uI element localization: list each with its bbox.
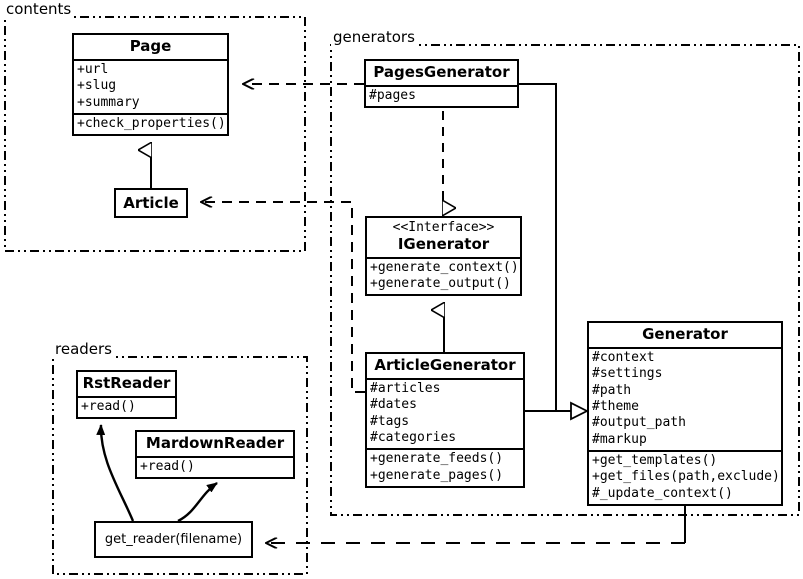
method-row: +read() <box>81 398 136 414</box>
class-attributes-articlegenerator: #articles #dates #tags #categories <box>367 377 523 449</box>
class-attributes-generator: #context #settings #path #theme #output_… <box>589 346 781 450</box>
attribute-row: #markup <box>592 431 647 447</box>
method-row: +get_templates() <box>592 453 718 469</box>
class-methods-mardownreader: +read() <box>137 455 293 477</box>
attribute-row: #settings <box>592 366 663 382</box>
class-name-pagesgenerator: PagesGenerator <box>373 63 510 81</box>
class-methods-articlegenerator: +generate_feeds() +generate_pages() <box>367 448 523 486</box>
association-get_reader-rstreader <box>96 424 135 522</box>
attribute-row: #output_path <box>592 415 686 431</box>
dependency-generator-get_reader <box>266 504 686 543</box>
attribute-row: +slug <box>77 78 117 94</box>
attribute-row: +url <box>77 61 109 77</box>
class-box-page[interactable]: Page +url +slug +summary +check_properti… <box>72 33 229 137</box>
class-name-article: Article <box>123 193 179 212</box>
attribute-row: #pages <box>369 87 416 103</box>
package-label-contents: contents <box>4 0 74 18</box>
method-row: +get_files(path,exclude) <box>592 469 780 485</box>
association-get_reader-mardownreader <box>177 482 218 523</box>
attribute-row: #theme <box>592 398 639 414</box>
class-methods-igenerator: +generate_context() +generate_output() <box>367 256 520 295</box>
class-box-igenerator[interactable]: <<Interface>> IGenerator +generate_conte… <box>365 216 522 297</box>
class-attributes-pagesgenerator: #pages <box>366 84 517 106</box>
attribute-row: #dates <box>370 397 417 413</box>
dependency-articlegenerator-article <box>201 202 365 393</box>
class-stereotype-igenerator: <<Interface>> <box>392 220 495 235</box>
method-row: +generate_feeds() <box>370 451 504 467</box>
function-label-get-reader: get_reader(filename) <box>104 532 243 547</box>
class-name-page: Page <box>129 37 172 55</box>
class-box-rstreader[interactable]: RstReader +read() <box>76 370 177 420</box>
class-name-generator: Generator <box>642 325 728 343</box>
attribute-row: +summary <box>77 94 140 110</box>
attribute-row: #articles <box>370 380 441 396</box>
method-row: +generate_output() <box>370 276 511 292</box>
class-methods-page: +check_properties() <box>74 112 227 134</box>
method-row: +read() <box>140 458 195 474</box>
class-attributes-page: +url +slug +summary <box>74 58 227 113</box>
class-name-mardownreader: MardownReader <box>145 434 285 452</box>
class-box-article[interactable]: Article <box>114 188 188 218</box>
attribute-row: #tags <box>370 413 410 429</box>
class-name-articlegenerator: ArticleGenerator <box>374 356 516 374</box>
attribute-row: #context <box>592 349 655 365</box>
package-label-readers: readers <box>53 340 114 358</box>
class-box-mardownreader[interactable]: MardownReader +read() <box>135 430 295 480</box>
attribute-row: #categories <box>370 429 457 445</box>
attribute-row: #path <box>592 382 632 398</box>
function-box-get-reader[interactable]: get_reader(filename) <box>94 521 253 558</box>
method-row: +check_properties() <box>77 115 226 131</box>
class-box-articlegenerator[interactable]: ArticleGenerator #articles #dates #tags … <box>365 352 525 489</box>
method-row: +generate_pages() <box>370 467 504 483</box>
package-label-generators: generators <box>331 28 417 46</box>
method-row: #_update_context() <box>592 485 733 501</box>
generalization-generators-generator <box>519 83 590 421</box>
class-methods-generator: +get_templates() +get_files(path,exclude… <box>589 450 781 504</box>
class-methods-rstreader: +read() <box>78 395 175 417</box>
class-name-igenerator: IGenerator <box>397 234 490 253</box>
class-name-rstreader: RstReader <box>82 374 171 392</box>
method-row: +generate_context() <box>370 259 519 275</box>
class-box-generator[interactable]: Generator #context #settings #path #them… <box>587 321 783 507</box>
class-box-pagesgenerator[interactable]: PagesGenerator #pages <box>364 59 519 109</box>
